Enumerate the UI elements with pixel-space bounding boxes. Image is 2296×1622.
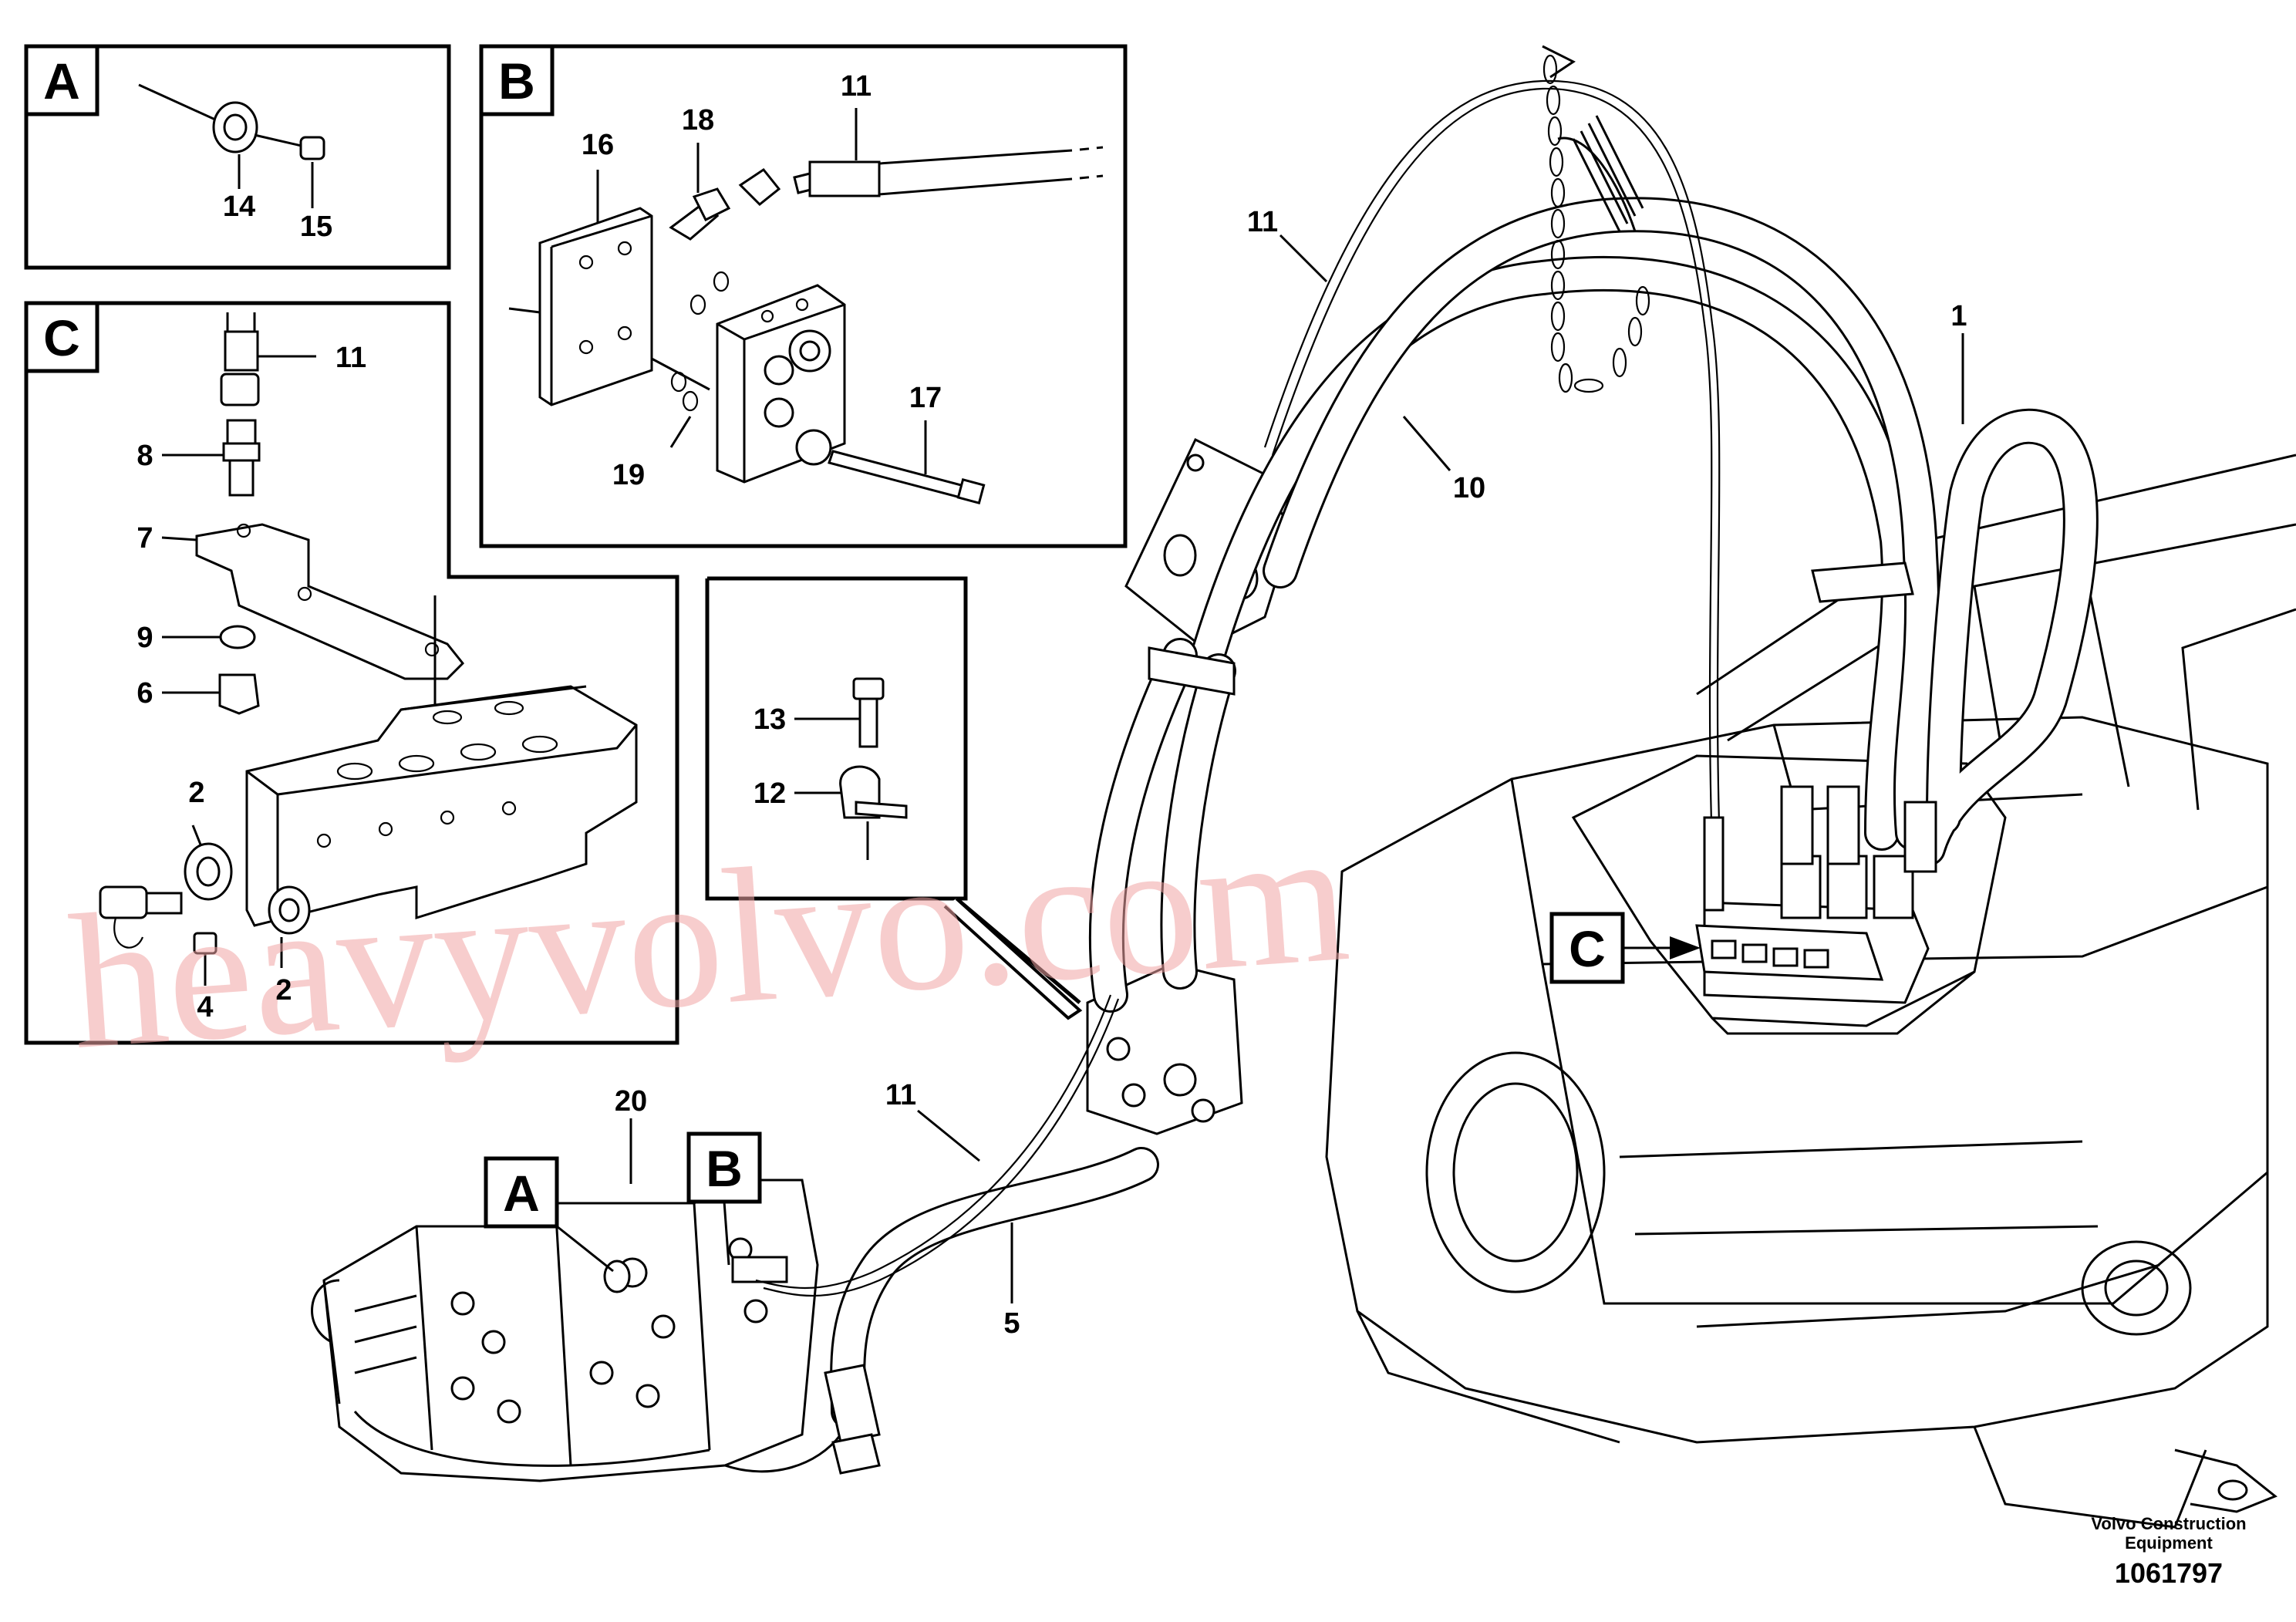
- detail-box-clip: [705, 576, 1083, 1020]
- tag-a-main: A: [484, 1156, 614, 1273]
- credit-line-1: Volvo Construction: [2091, 1514, 2246, 1533]
- callout-a-15: 15: [300, 211, 332, 243]
- callout-10: 10: [1453, 472, 1485, 504]
- tag-c-main: C: [1549, 912, 1701, 984]
- tag-c-main-label: C: [1569, 920, 1606, 977]
- tag-c-label: C: [43, 309, 80, 366]
- tag-a-main-label: A: [503, 1165, 540, 1222]
- callout-c-4: 4: [197, 991, 213, 1023]
- callout-c-2b: 2: [275, 974, 292, 1007]
- callout-b-16: 16: [582, 129, 614, 161]
- callout-c-2a: 2: [188, 777, 204, 809]
- callout-c-9: 9: [137, 622, 153, 654]
- tag-a: A: [43, 52, 80, 110]
- callout-b-11: 11: [841, 70, 872, 103]
- callout-20: 20: [615, 1085, 647, 1118]
- tag-b: B: [498, 52, 535, 110]
- safety-chain: [1542, 45, 1650, 393]
- hose-routing: [755, 79, 2099, 1475]
- callout-5: 5: [1003, 1307, 1020, 1340]
- document-number: 1061797: [2115, 1557, 2223, 1589]
- callout-b-17: 17: [909, 382, 942, 414]
- tag-b-main-label: B: [706, 1140, 743, 1197]
- tag-c: C: [43, 309, 80, 366]
- credit-line-2: Equipment: [2125, 1533, 2213, 1553]
- callout-c-11: 11: [335, 342, 366, 374]
- callout-13: 13: [754, 703, 786, 736]
- callout-12: 12: [754, 777, 786, 810]
- callout-1: 1: [1950, 300, 1967, 332]
- callout-11-lower: 11: [885, 1079, 916, 1111]
- detail-box-b: [479, 44, 1128, 548]
- callout-c-8: 8: [137, 440, 153, 472]
- hose-manifold: [1086, 963, 1243, 1135]
- callout-b-19: 19: [612, 459, 645, 491]
- callout-c-7: 7: [137, 522, 153, 555]
- callout-a-14: 14: [223, 191, 255, 223]
- main-control-valve: [311, 1179, 842, 1482]
- detail-box-a: [24, 44, 451, 270]
- callout-11-upper: 11: [1247, 206, 1278, 238]
- tag-b-main: B: [686, 1131, 762, 1266]
- control-valve-assembly: [1695, 855, 1930, 1004]
- detail-box-c: [24, 301, 679, 1045]
- tag-a-label: A: [43, 52, 80, 110]
- tag-b-label: B: [498, 52, 535, 110]
- credit-block: Volvo Construction Equipment 1061797: [2091, 1514, 2246, 1589]
- callout-c-6: 6: [137, 677, 153, 710]
- callout-b-18: 18: [682, 104, 714, 137]
